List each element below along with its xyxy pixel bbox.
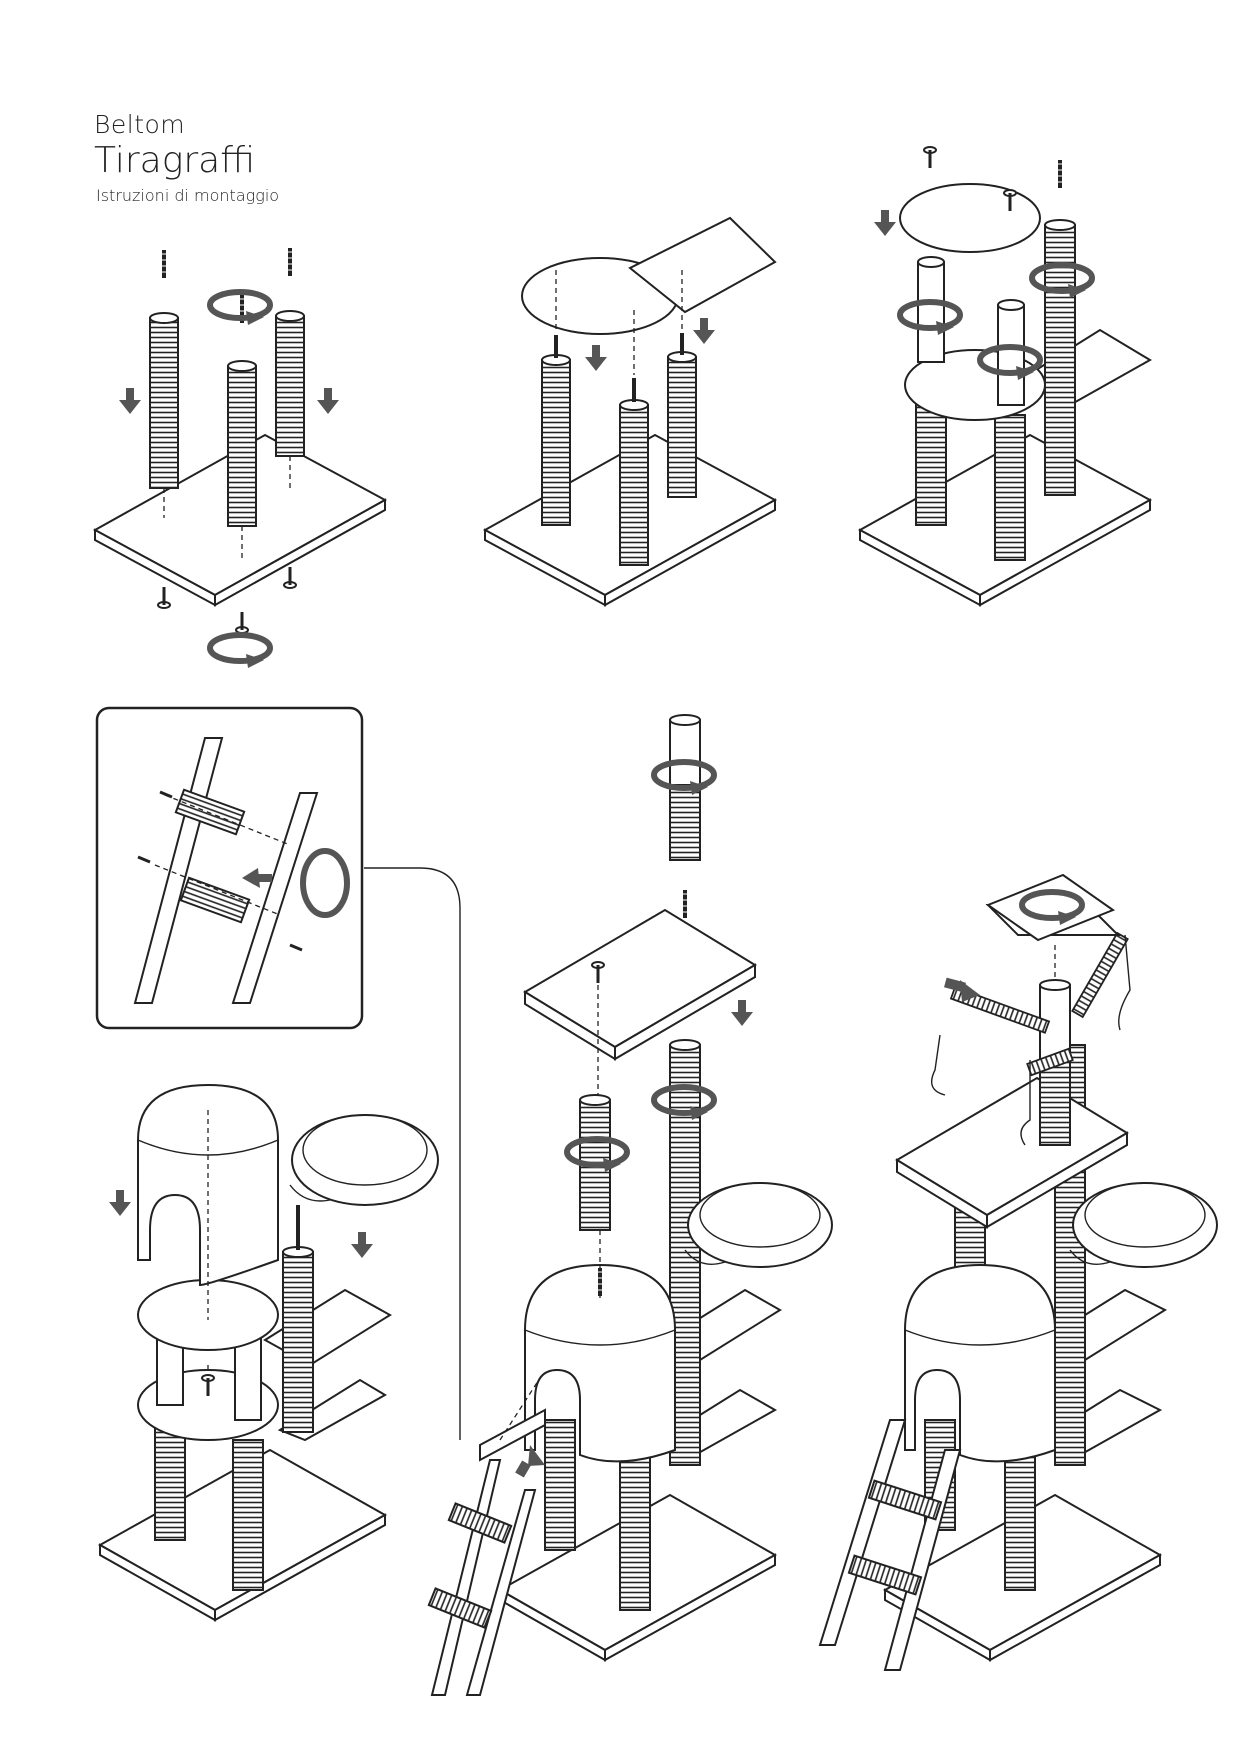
step-2-diagram [482, 216, 778, 607]
step-7-diagram [818, 873, 1218, 1671]
step-4-ladder-detail [95, 706, 364, 1030]
step-6-diagram [427, 714, 833, 1696]
brand-name: Beltom [94, 110, 186, 139]
step-1-diagram [92, 246, 388, 668]
step-5-diagram [97, 1083, 439, 1622]
connector-line [364, 867, 461, 1440]
step-3-diagram [857, 145, 1153, 607]
page-subtitle: Istruzioni di montaggio [96, 186, 280, 205]
page-title: Tiragraffi [94, 140, 256, 181]
